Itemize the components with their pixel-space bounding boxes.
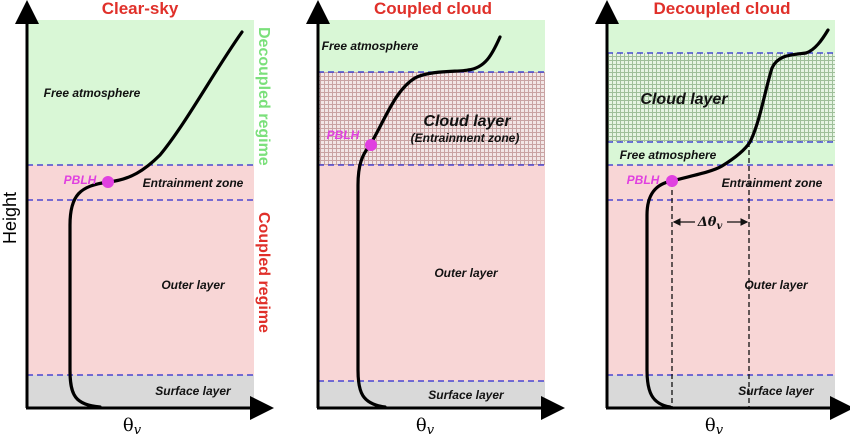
cloud-layer-region (318, 72, 545, 165)
pblh-label: PBLH (64, 173, 97, 187)
boundary-layer-region (318, 165, 545, 381)
cloud-layer-label: Cloud layer (423, 113, 511, 130)
panel-title: Clear-sky (102, 0, 179, 18)
free-atmosphere-region (607, 20, 835, 53)
theta-v-profile-curve (356, 35, 502, 409)
boundary-layer-region (27, 165, 254, 375)
surface-layer-label: Surface layer (428, 388, 505, 402)
pblh-marker (102, 176, 114, 188)
panel-title: Decoupled cloud (654, 0, 791, 18)
panel-decoupled-cloud: Δθv Decoupled cloud Cloud layer Free atm… (595, 0, 850, 435)
free-atmosphere-region (607, 142, 835, 165)
free-atmosphere-region (27, 20, 254, 165)
surface-layer-label: Surface layer (738, 384, 815, 398)
panel-title: Coupled cloud (374, 0, 492, 18)
entrainment-zone-note: (Entrainment zone) (411, 131, 520, 145)
free-atmosphere-region (318, 20, 545, 72)
outer-layer-label: Outer layer (161, 278, 226, 292)
theta-v-profile-curve (645, 28, 830, 409)
surface-layer-label: Surface layer (155, 384, 232, 398)
delta-theta-label: Δθv (697, 215, 723, 232)
free-atmosphere-label: Free atmosphere (44, 86, 141, 100)
panel-clear-sky: Clear-sky Free atmosphere Entrainment zo… (0, 0, 274, 435)
free-atmosphere-label: Free atmosphere (620, 148, 717, 162)
outer-layer-label: Outer layer (434, 266, 499, 280)
surface-layer-region (27, 375, 254, 408)
surface-layer-region (607, 375, 835, 408)
entrainment-zone-label: Entrainment zone (722, 176, 823, 190)
pblh-marker (365, 139, 377, 151)
cloud-layer-label: Cloud layer (640, 91, 728, 108)
boundary-layer-region (607, 165, 835, 375)
free-atmosphere-label: Free atmosphere (322, 39, 419, 53)
x-axis-label: θv (705, 415, 724, 435)
cloud-layer-region (607, 53, 835, 142)
y-axis-label: Height (0, 192, 20, 244)
coupled-regime-label: Coupled regime (255, 212, 272, 333)
x-axis-label: θv (123, 415, 142, 435)
x-axis-label: θv (416, 415, 435, 435)
outer-layer-label: Outer layer (744, 278, 809, 292)
pblh-label: PBLH (627, 173, 660, 187)
panel-coupled-cloud: Coupled cloud Free atmosphere Cloud laye… (306, 0, 565, 435)
entrainment-zone-label: Entrainment zone (143, 176, 244, 190)
pblh-marker (666, 175, 678, 187)
surface-layer-region (318, 381, 545, 408)
pblh-label: PBLH (327, 128, 360, 142)
decoupled-regime-label: Decoupled regime (255, 27, 272, 166)
